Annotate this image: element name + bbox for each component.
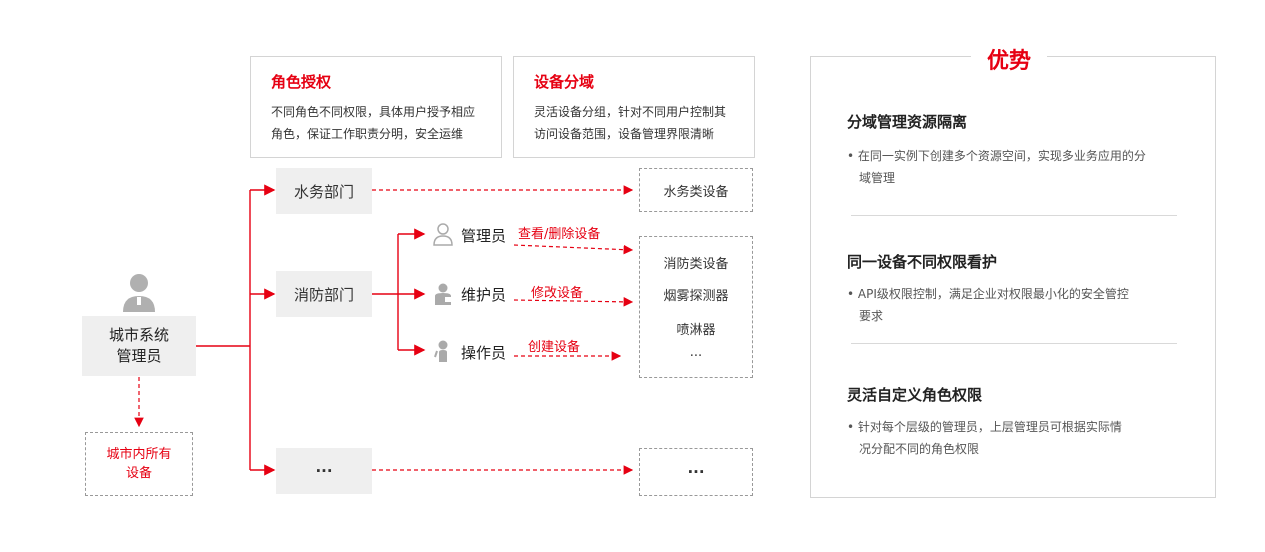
manager-person-icon (432, 222, 454, 246)
device-domain-title: 设备分域 (534, 73, 595, 91)
water-devices-box: 水务类设备 (639, 168, 753, 212)
role-maintainer-perm: 修改设备 (531, 286, 584, 301)
advantage-separator-1 (851, 215, 1177, 216)
admin-user-icon (119, 270, 159, 314)
more-devices-label: ··· (687, 463, 705, 481)
device-domain-card: 设备分域 灵活设备分组，针对不同用户控制其 访问设备范围，设备管理界限清晰 (513, 56, 755, 158)
role-operator-label: 操作员 (461, 344, 507, 362)
device-domain-desc: 灵活设备分组，针对不同用户控制其 访问设备范围，设备管理界限清晰 (534, 101, 758, 145)
advantage-1-desc-line1: • 在同一实例下创建多个资源空间，实现多业务应用的分 (847, 149, 1146, 163)
dashed-arrow-maintainer-perm (513, 297, 634, 307)
more-dept-label: ··· (315, 462, 333, 480)
advantage-1-desc-line2: 域管理 (859, 171, 896, 185)
advantage-2-desc-line1: • API级权限控制，满足企业对权限最小化的安全管控 (847, 287, 1129, 301)
fire-dept-box: 消防部门 (276, 271, 372, 317)
fire-dept-label: 消防部门 (293, 285, 354, 304)
advantage-3-title: 灵活自定义角色权限 (847, 386, 983, 404)
advantage-3-desc-line2: 况分配不同的角色权限 (859, 442, 980, 456)
city-admin-box: 城市系统 管理员 (82, 316, 196, 376)
advantage-separator-2 (851, 343, 1177, 344)
fire-devices-ellipsis: ... (689, 345, 703, 360)
more-devices-box: ··· (639, 448, 753, 496)
operator-person-icon (432, 339, 454, 363)
city-admin-line1: 城市系统 (108, 326, 169, 344)
role-manager-perm: 查看/删除设备 (518, 227, 601, 242)
fire-devices-item: 消防类设备 (663, 257, 729, 272)
role-maintainer-label: 维护员 (461, 286, 507, 304)
all-devices-line2: 设备 (125, 466, 152, 481)
role-auth-desc-line2: 角色，保证工作职责分明，安全运维 (271, 127, 464, 141)
sprinkler-item: 喷淋器 (676, 323, 716, 338)
device-domain-desc-line2: 访问设备范围，设备管理界限清晰 (534, 127, 715, 141)
advantages-heading: 优势 (971, 43, 1048, 75)
advantage-3-desc-line1: • 针对每个层级的管理员，上层管理员可根据实际情 (847, 420, 1122, 434)
water-dept-box: 水务部门 (276, 168, 372, 214)
maintainer-person-icon (432, 282, 454, 306)
water-dept-label: 水务部门 (293, 182, 354, 201)
advantage-1-title: 分域管理资源隔离 (847, 113, 968, 131)
all-devices-line1: 城市内所有 (106, 447, 172, 462)
advantages-panel: 优势 分域管理资源隔离 • 在同一实例下创建多个资源空间，实现多业务应用的分 域… (810, 43, 1216, 498)
role-auth-title: 角色授权 (271, 73, 332, 91)
advantage-2-desc: • API级权限控制，满足企业对权限最小化的安全管控 要求 (847, 283, 1187, 327)
advantage-1-desc: • 在同一实例下创建多个资源空间，实现多业务应用的分 域管理 (847, 145, 1187, 189)
advantage-2-desc-line2: 要求 (859, 309, 884, 323)
device-domain-desc-line1: 灵活设备分组，针对不同用户控制其 (534, 105, 727, 119)
all-city-devices-box: 城市内所有 设备 (85, 432, 193, 496)
water-devices-label: 水务类设备 (663, 184, 729, 200)
city-admin-line2: 管理员 (116, 347, 162, 365)
more-dept-box: ··· (276, 448, 372, 494)
advantage-3-desc: • 针对每个层级的管理员，上层管理员可根据实际情 况分配不同的角色权限 (847, 416, 1187, 460)
dashed-arrow-manager-perm (513, 244, 634, 255)
fire-devices-box: 消防类设备 烟雾探测器 喷淋器 ... (639, 236, 753, 378)
role-auth-desc-line1: 不同角色不同权限，具体用户授予相应 (271, 105, 476, 119)
role-auth-desc: 不同角色不同权限，具体用户授予相应 角色，保证工作职责分明，安全运维 (271, 101, 495, 145)
smoke-detector-item: 烟雾探测器 (663, 289, 729, 304)
role-operator-perm: 创建设备 (528, 340, 581, 355)
advantage-2-title: 同一设备不同权限看护 (847, 253, 998, 271)
role-auth-card: 角色授权 不同角色不同权限，具体用户授予相应 角色，保证工作职责分明，安全运维 (250, 56, 502, 158)
role-manager-label: 管理员 (461, 227, 507, 245)
